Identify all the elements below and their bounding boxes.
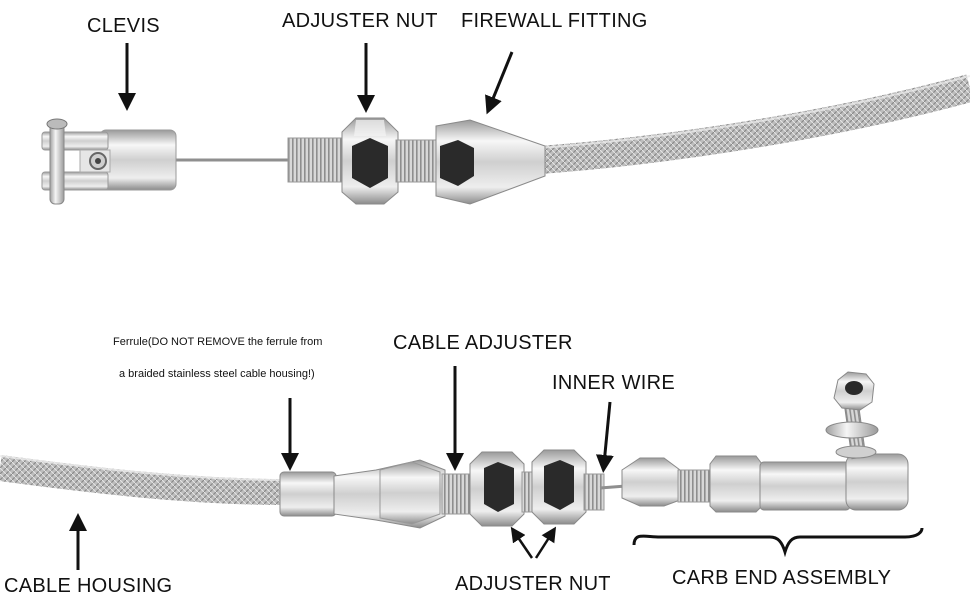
- firewall-fitting-arrow-icon: [485, 51, 514, 115]
- top-adjuster-nut: [341, 117, 399, 205]
- label-adjuster-nut-top: ADJUSTER NUT: [282, 10, 438, 32]
- adjuster-nut-bottom-chevron-icon: [510, 526, 557, 559]
- cable-housing-part: [0, 455, 286, 505]
- bottom-adjuster-nut-2: [531, 449, 587, 525]
- carb-end-bracket-icon: [632, 527, 924, 558]
- label-cable-housing: CABLE HOUSING: [4, 575, 173, 597]
- label-cable-adjuster: CABLE ADJUSTER: [393, 332, 573, 354]
- bottom-assembly: [0, 371, 909, 529]
- label-ferrule-line1: Ferrule(DO NOT REMOVE the ferrule from: [113, 336, 323, 348]
- top-assembly: [41, 74, 970, 205]
- label-firewall-fitting: FIREWALL FITTING: [461, 10, 648, 32]
- label-carb-end-assembly: CARB END ASSEMBLY: [672, 567, 892, 589]
- label-clevis: CLEVIS: [87, 15, 160, 37]
- label-inner-wire: INNER WIRE: [552, 372, 675, 394]
- bottom-adjuster-nut-1: [469, 451, 525, 527]
- firewall-fitting-part: [435, 119, 546, 205]
- carb-end-assembly-part: [621, 371, 909, 513]
- top-threaded-stud: [287, 137, 349, 183]
- ferrule-part: [279, 471, 337, 517]
- label-adjuster-nut-bottom: ADJUSTER NUT: [455, 573, 611, 595]
- cable-adjuster-part: [333, 459, 446, 529]
- label-ferrule-line2: a braided stainless steel cable housing!…: [119, 368, 315, 380]
- clevis-part: [41, 118, 177, 205]
- top-braided-housing: [538, 74, 970, 174]
- inner-wire-arrow-down-icon: [595, 401, 614, 473]
